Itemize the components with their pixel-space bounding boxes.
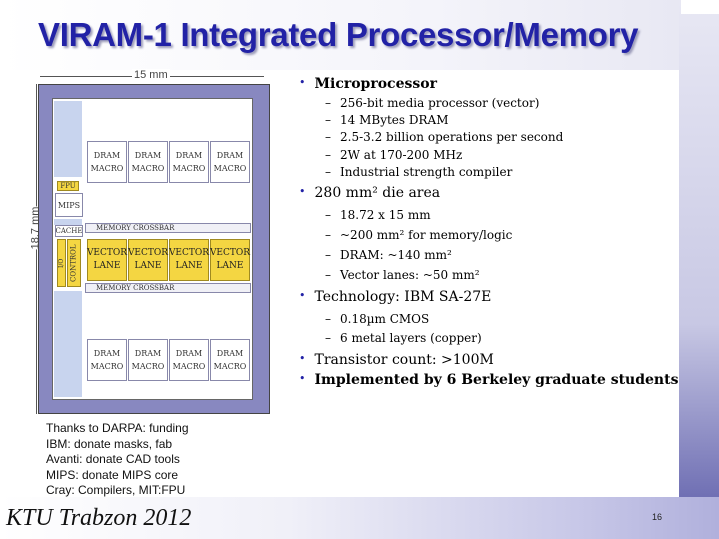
- sub-bullet-text: 0.18µm CMOS: [340, 312, 430, 326]
- sub-bullet-text: Industrial strength compiler: [340, 165, 513, 179]
- slide-right-band: [679, 0, 719, 539]
- sub-bullet-text: 18.72 x 15 mm: [340, 208, 431, 222]
- sub-bullet: –14 MBytes DRAM: [325, 113, 449, 127]
- sub-bullet: –18.72 x 15 mm: [325, 208, 431, 222]
- dram-macro-bottom-3: DRAM MACRO: [169, 339, 209, 381]
- dram-macro-bottom-4: DRAM MACRO: [210, 339, 250, 381]
- acknowledgements: Thanks to DARPA: funding IBM: donate mas…: [46, 421, 189, 499]
- bullet-technology: • Technology: IBM SA-27E: [299, 289, 491, 305]
- slide-bottom-band: [0, 497, 719, 539]
- bullet-microprocessor-label: Microprocessor: [314, 76, 437, 92]
- footer-text: KTU Trabzon 2012: [6, 505, 192, 531]
- dram-macro-top-1: DRAM MACRO: [87, 141, 127, 183]
- die-floorplan: DRAM MACRO DRAM MACRO DRAM MACRO DRAM MA…: [38, 84, 270, 414]
- sub-bullet: –Industrial strength compiler: [325, 165, 513, 179]
- cache-block: CACHE: [55, 225, 83, 237]
- sub-bullet: –~200 mm² for memory/logic: [325, 228, 513, 242]
- page-number: 16: [652, 512, 663, 522]
- sub-bullet-text: 14 MBytes DRAM: [340, 113, 449, 127]
- sub-bullet-text: ~200 mm² for memory/logic: [340, 228, 513, 242]
- die-core: DRAM MACRO DRAM MACRO DRAM MACRO DRAM MA…: [52, 98, 253, 400]
- corner-box: [681, 0, 719, 14]
- bullet-implemented: • Implemented by 6 Berkeley graduate stud…: [299, 372, 678, 388]
- sub-bullet-text: DRAM: ~140 mm²: [340, 248, 452, 262]
- bullet-transistor-label: Transistor count: >100M: [314, 352, 494, 368]
- left-column-top: [54, 101, 82, 177]
- sub-bullet-text: Vector lanes: ~50 mm²: [340, 268, 480, 282]
- sub-bullet: –0.18µm CMOS: [325, 312, 430, 326]
- acknowledgement-line: IBM: donate masks, fab: [46, 436, 173, 451]
- dram-macro-bottom-1: DRAM MACRO: [87, 339, 127, 381]
- dram-macro-bottom-2: DRAM MACRO: [128, 339, 168, 381]
- acknowledgement-line: Cray: Compilers, MIT:FPU: [46, 483, 186, 497]
- vector-lane-4: VECTOR LANE: [210, 239, 250, 281]
- left-column-mid: [54, 219, 82, 225]
- dram-macro-top-2: DRAM MACRO: [128, 141, 168, 183]
- acknowledgement-line: Thanks to DARPA: funding: [46, 421, 189, 435]
- acknowledgement-line: Avanti: donate CAD tools: [46, 452, 180, 466]
- sub-bullet: –Vector lanes: ~50 mm²: [325, 268, 480, 282]
- sub-bullet: –DRAM: ~140 mm²: [325, 248, 452, 262]
- vector-lane-2: VECTOR LANE: [128, 239, 168, 281]
- bullet-technology-label: Technology: IBM SA-27E: [314, 289, 492, 305]
- bullet-dot-icon: •: [299, 352, 306, 365]
- io-block: I/O: [57, 239, 66, 287]
- bullet-dot-icon: •: [299, 76, 306, 89]
- bullet-dot-icon: •: [299, 185, 306, 198]
- dram-macro-top-4: DRAM MACRO: [210, 141, 250, 183]
- bullet-microprocessor: • Microprocessor: [299, 76, 437, 92]
- mips-block: MIPS: [55, 193, 83, 217]
- memory-crossbar-top: MEMORY CROSSBAR: [85, 223, 251, 233]
- bullet-dot-icon: •: [299, 372, 306, 385]
- sub-bullet-text: 6 metal layers (copper): [340, 331, 482, 345]
- sub-bullet-text: 2.5-3.2 billion operations per second: [340, 130, 564, 144]
- sub-bullet-text: 256-bit media processor (vector): [340, 96, 540, 110]
- bullet-transistor-count: • Transistor count: >100M: [299, 352, 494, 368]
- memory-crossbar-bottom: MEMORY CROSSBAR: [85, 283, 251, 293]
- left-column-bottom: [54, 291, 82, 397]
- width-dimension-label: 15 mm: [132, 69, 170, 81]
- dram-macro-top-3: DRAM MACRO: [169, 141, 209, 183]
- bullet-dot-icon: •: [299, 289, 306, 302]
- control-block: CONTROL: [67, 239, 81, 287]
- bullet-implemented-label: Implemented by 6 Berkeley graduate stude…: [314, 372, 679, 388]
- sub-bullet: –6 metal layers (copper): [325, 331, 482, 345]
- sub-bullet-text: 2W at 170-200 MHz: [340, 148, 463, 162]
- bullet-die-area: • 280 mm² die area: [299, 185, 440, 201]
- bullet-die-area-label: 280 mm² die area: [314, 185, 441, 201]
- sub-bullet: –2W at 170-200 MHz: [325, 148, 463, 162]
- sub-bullet: –2.5-3.2 billion operations per second: [325, 130, 564, 144]
- vector-lane-1: VECTOR LANE: [87, 239, 127, 281]
- vector-lane-3: VECTOR LANE: [169, 239, 209, 281]
- acknowledgement-line: MIPS: donate MIPS core: [46, 467, 179, 482]
- slide-top-band: [0, 0, 719, 70]
- sub-bullet: –256-bit media processor (vector): [325, 96, 540, 110]
- slide-title: VIRAM-1 Integrated Processor/Memory: [38, 16, 639, 53]
- fpu-block: FPU: [57, 181, 79, 191]
